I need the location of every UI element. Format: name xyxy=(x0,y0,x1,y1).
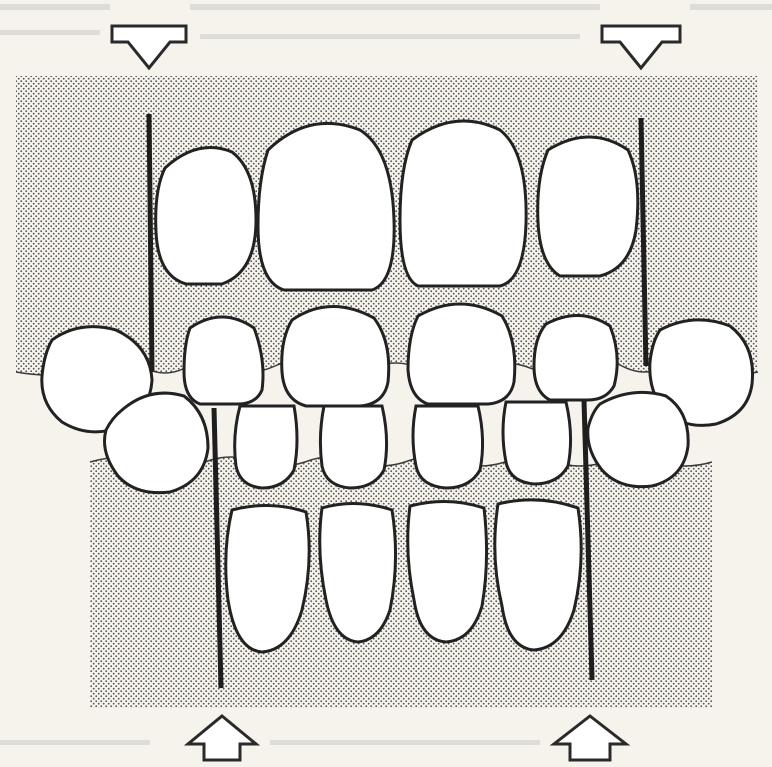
lower-lateral-incisor-left xyxy=(495,500,581,650)
upper-canine-right xyxy=(184,317,263,404)
lower-premolar-left xyxy=(413,406,483,488)
upper-central-incisor-right xyxy=(258,123,394,290)
lower-canine-right xyxy=(235,406,297,488)
arrow-up-icon xyxy=(188,716,256,760)
lower-canine-left xyxy=(503,402,571,484)
upper-guide-line-right xyxy=(149,114,152,372)
arrow-down-icon xyxy=(602,26,680,68)
lower-central-incisor-left xyxy=(408,501,487,642)
upper-central-incisor-left xyxy=(400,121,526,286)
lower-central-incisor-right xyxy=(320,503,396,642)
arrow-down-icon xyxy=(112,26,186,68)
lower-gum xyxy=(90,457,712,708)
arrow-up-icon xyxy=(554,716,626,760)
upper-lateral-incisor-right xyxy=(156,148,256,284)
upper-lateral-incisor-left xyxy=(538,137,638,276)
upper-canine-left xyxy=(534,315,617,400)
lower-premolar-right xyxy=(320,406,386,488)
lower-molar-left xyxy=(588,392,688,486)
upper-premolar-left xyxy=(408,304,515,404)
upper-premolar-right xyxy=(282,306,389,406)
